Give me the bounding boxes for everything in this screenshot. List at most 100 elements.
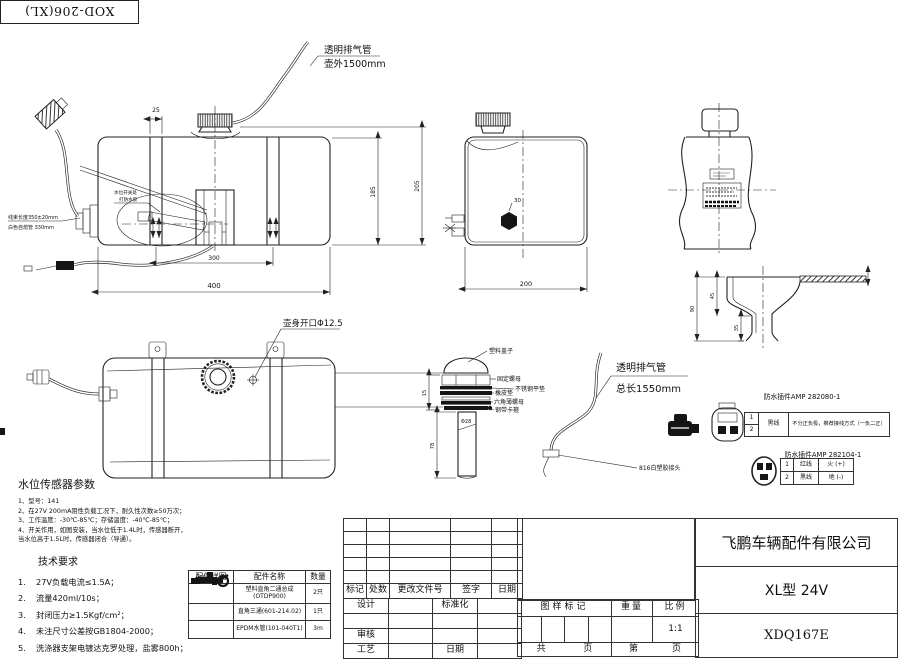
tech-req-text: 未注尺寸公差按GB1804-2000； (36, 626, 159, 637)
connector1-title: 防水插件AMP 282080-1 (763, 393, 841, 401)
vent-bottom-length: 总长1550mm (616, 382, 681, 395)
sensor-param-line: 当水位高于1.5L时，传感器闭合（导通）。 (18, 536, 136, 543)
vent-tip-label: 816白塑胶接头 (639, 464, 680, 472)
drawing-number: XDQ167E (695, 612, 898, 658)
vent-bottom-label: 透明排气管 (616, 361, 666, 374)
tech-req-no: 3. (18, 609, 26, 620)
connector-icons (668, 402, 777, 486)
tech-req-title: 技术要求 (38, 557, 78, 568)
label-ss-washer: 不锈钢平垫 (515, 385, 545, 393)
rev-header-mark: 标记 (343, 583, 367, 599)
pinout-row: 2 黑线 地 (-) (780, 471, 854, 485)
wiring-note: 不分正负极，推荐接线方式（一负二正） (788, 412, 890, 437)
part-qty: 1只 (305, 603, 331, 621)
role-design: 设计 (343, 598, 389, 614)
margin-mark (0, 428, 5, 435)
rev-header-sign: 签字 (450, 583, 492, 599)
part-qty: 2只 (305, 583, 331, 604)
wire-color: 红线 (793, 458, 819, 472)
stamp-weight-value (611, 616, 653, 643)
dim-funnel-upper: 45 (710, 293, 716, 299)
pin-number: 2 (780, 471, 794, 485)
sensor-params-title: 水位传感器参数 (18, 478, 95, 491)
dim-outer-height: 205 (414, 180, 421, 192)
parts-header-name: 配件名称 (233, 570, 306, 584)
filler-neck-section-view: 90 45 35 (690, 265, 871, 348)
dim-inner-height: 185 (370, 186, 377, 198)
glue-note-1: 水位开关处 (114, 189, 137, 196)
revision-grid: 标记 处数 更改文件号 签字 日期 (343, 518, 523, 599)
connector2-table: 1 红线 火 (+) 2 黑线 地 (-) (780, 458, 854, 485)
part-name: EPDM水管(101-040T1) (233, 620, 306, 639)
connector1-table: 1 黑线 不分正负极，推荐接线方式（一负二正） 2 (744, 412, 890, 437)
sensor-params-notes: 水位传感器参数 1、型号：141 2、在27V 200mA阻性负载工况下，耐久性… (18, 476, 298, 545)
role-standardization: 标准化 (432, 598, 478, 614)
connector-plug-top (34, 97, 68, 130)
front-view-tank: 25 300 400 185 205 透明排气管 壶外1500mm 线束长度35… (8, 41, 426, 295)
perspective-view-tank: 壶身开口Φ12.5 (26, 318, 444, 479)
wire-color: 黑线 (758, 412, 789, 437)
rev-header-count: 处数 (366, 583, 390, 599)
drawing-info-column: 飞鹏车辆配件有限公司 XL型 24V XDQ167E (695, 518, 898, 658)
pin-number: 2 (744, 424, 759, 437)
pinout-row: 1 红线 火 (+) (780, 458, 854, 472)
role-check: 审核 (343, 628, 389, 644)
dim-strap-width: 25 (152, 107, 160, 114)
sensor-param-line: 3、工作温度：-30℃-85℃；存储温度：-40℃-85℃； (18, 517, 174, 524)
glue-note-2: 打防水胶 (119, 196, 138, 203)
parts-header-qty: 数量 (305, 570, 331, 584)
sensor-assembly-detail: 塑料盖子 固定螺母 不锈钢平垫 橡皮垫 六角薄螺母 钢带卡箍 Φ28 (422, 347, 545, 479)
vent-pipe-lower: 透明排气管 总长1550mm 816白塑胶接头 (542, 352, 688, 478)
side-view-tank: 30 200 (443, 112, 588, 292)
part-sample-tee (188, 571, 234, 621)
parts-row: EPDM水管(101-040T1) 3m (188, 573, 331, 639)
part-name: 直角三通(601-214.02) (233, 603, 306, 621)
stamp-table: 图样标记 重量 比例 1:1 共页 第页 (517, 599, 699, 657)
vent-top-length: 壶外1500mm (324, 58, 386, 70)
body-hole-label: 壶身开口Φ12.5 (283, 318, 343, 329)
sensor-param-line: 1、型号：141 (18, 498, 60, 505)
connector-3d-icon (668, 414, 699, 436)
tech-req-text: 洗涤器支架电镀达克罗处理，盐雾800h； (36, 642, 188, 653)
pin-number: 1 (744, 412, 759, 425)
vent-top-label: 透明排气管 (324, 44, 372, 56)
hex-drain-plug (501, 212, 517, 230)
sensor-param-line: 2、在27V 200mA阻性负载工况下，耐久性次数≥50万次； (18, 507, 186, 515)
label-steel-clamp: 钢带卡箍 (495, 406, 519, 414)
tech-req-no: 5. (18, 642, 26, 653)
filler-cap-knurled (200, 359, 236, 395)
stamp-total-pages: 共页 (517, 642, 612, 657)
dim-sensor-stack: 15 (422, 390, 428, 396)
label-fixing-nut: 固定螺母 (497, 375, 521, 383)
weld-marks (150, 217, 279, 238)
part-qty: 3m (305, 620, 331, 639)
part-name: 塑料直角二通总成(OTDP900) (233, 583, 306, 604)
tech-req-no: 2. (18, 593, 26, 604)
label-plastic-cap: 塑料盖子 (489, 347, 513, 355)
dim-sensor-dia: Φ28 (461, 419, 471, 425)
wire-color: 黑线 (793, 471, 819, 485)
tech-req-no: 1. (18, 577, 26, 587)
title-block: 标记 处数 更改文件号 签字 日期 设计 标准化 审核 工艺 (343, 518, 898, 659)
stamp-page-number: 第页 (611, 642, 699, 657)
role-process: 工艺 (343, 643, 389, 659)
stamp-weight-label: 重量 (611, 599, 653, 617)
dim-funnel-stem: 35 (734, 325, 740, 331)
rev-header-docno: 更改文件号 (389, 583, 451, 599)
harness-length-note: 线束长度350±20mm (8, 214, 58, 221)
pin-number: 1 (780, 458, 794, 472)
part-code: XOD-206(XL) (24, 4, 115, 20)
label-hex-thin-nut: 六角薄螺母 (494, 398, 524, 406)
roles-grid: 设计 标准化 审核 工艺 日期 (343, 598, 522, 659)
dim-depth: 200 (520, 280, 532, 288)
part-sample-hose (188, 573, 234, 639)
stamp-mark-label: 图样标记 (517, 599, 612, 617)
parts-table: 配件样图 配件名称 数量 塑料直角二通总成(OTDP900) 2只 直角三通(6… (188, 570, 331, 639)
dim-plug: 30 (514, 198, 521, 204)
model-label: XL型 24V (695, 565, 898, 614)
part-sample-elbow (188, 574, 234, 604)
stamp-scale-value: 1:1 (652, 616, 699, 643)
revision-header-row: 标记 处数 更改文件号 签字 日期 (343, 583, 523, 599)
